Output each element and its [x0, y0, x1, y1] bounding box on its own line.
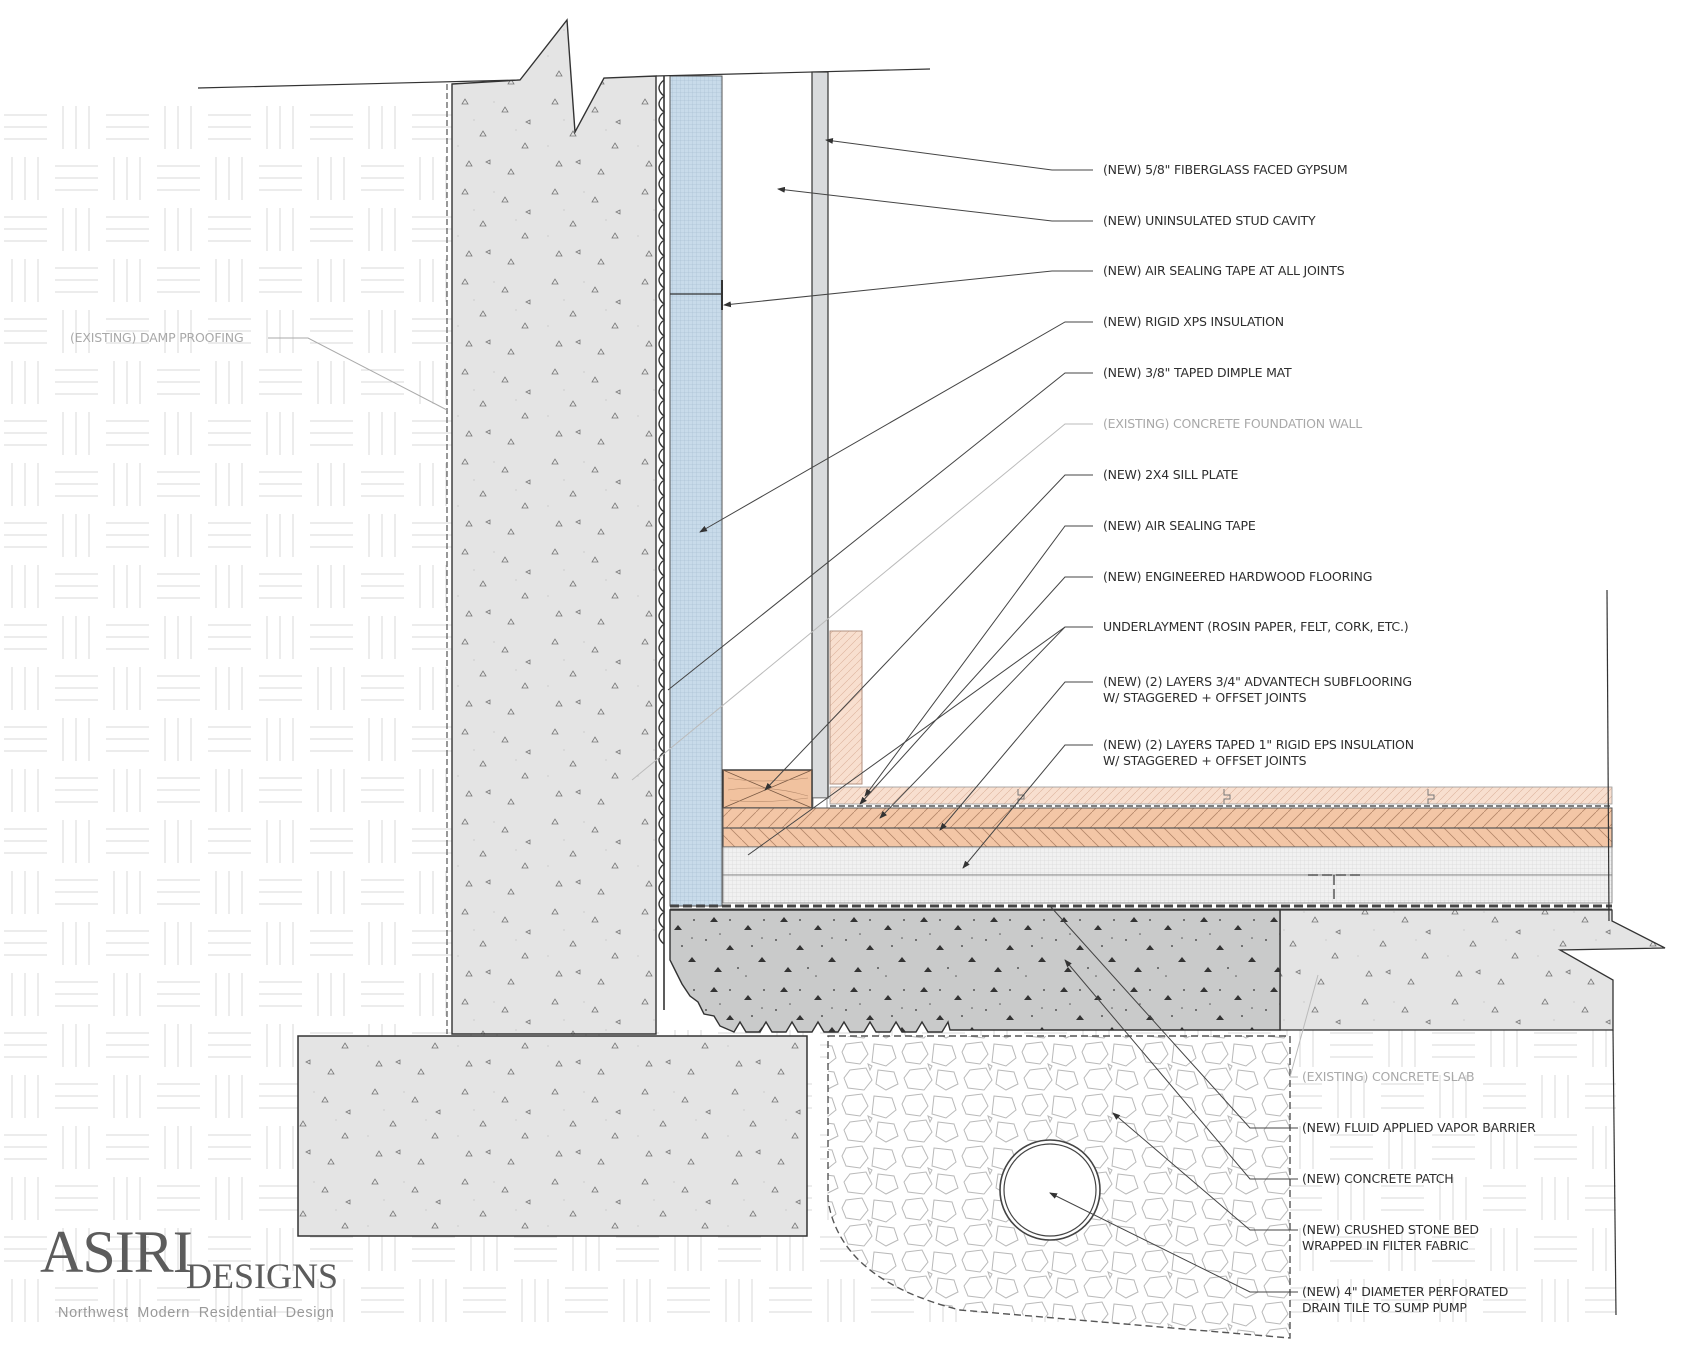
label-subfloor-line2: W/ STAGGERED + OFFSET JOINTS — [1103, 690, 1307, 705]
baseboard — [829, 630, 863, 785]
subfloor-layer-1 — [722, 807, 1613, 829]
label-eps-line1: (NEW) (2) LAYERS TAPED 1" RIGID EPS INSU… — [1103, 737, 1414, 752]
existing-slab — [1279, 909, 1666, 1031]
label-stone-bed-line1: (NEW) CRUSHED STONE BED — [1302, 1222, 1479, 1237]
subfloor-layer-2 — [722, 827, 1613, 848]
label-stud-cavity: (NEW) UNINSULATED STUD CAVITY — [1103, 213, 1316, 228]
label-subfloor-line1: (NEW) (2) LAYERS 3/4" ADVANTECH SUBFLOOR… — [1103, 674, 1412, 689]
label-dimple-mat: (NEW) 3/8" TAPED DIMPLE MAT — [1103, 365, 1292, 380]
label-air-seal-joints: (NEW) AIR SEALING TAPE AT ALL JOINTS — [1103, 263, 1345, 278]
label-drain-tile: (NEW) 4" DIAMETER PERFORATED DRAIN TILE … — [1302, 1284, 1508, 1316]
top-line-right — [655, 68, 931, 77]
concrete-patch — [669, 909, 1281, 1033]
eps-layer-1 — [722, 846, 1613, 876]
leader-lines-right — [631, 137, 1093, 869]
label-air-seal-tape: (NEW) AIR SEALING TAPE — [1103, 518, 1256, 533]
label-eps-line2: W/ STAGGERED + OFFSET JOINTS — [1103, 753, 1307, 768]
label-stone-bed: (NEW) CRUSHED STONE BED WRAPPED IN FILTE… — [1302, 1222, 1479, 1254]
xps-insulation — [669, 75, 723, 907]
logo-main-text: ASIRI — [40, 1219, 193, 1285]
label-concrete-patch: (NEW) CONCRETE PATCH — [1302, 1171, 1454, 1186]
eps-layer-2 — [722, 874, 1613, 904]
label-hardwood: (NEW) ENGINEERED HARDWOOD FLOORING — [1103, 569, 1373, 584]
leader-damp-proofing — [268, 337, 448, 411]
leader-lines-bottom — [1049, 905, 1319, 1293]
footing — [297, 1035, 808, 1237]
label-vapor-barrier: (NEW) FLUID APPLIED VAPOR BARRIER — [1302, 1120, 1536, 1135]
logo-tagline: Northwest Modern Residential Design — [58, 1305, 335, 1321]
label-drain-tile-line1: (NEW) 4" DIAMETER PERFORATED — [1302, 1284, 1509, 1299]
label-damp-proofing: (EXISTING) DAMP PROOFING — [70, 330, 244, 345]
label-sill-plate: (NEW) 2X4 SILL PLATE — [1103, 467, 1239, 482]
logo-sub-text: DESIGNS — [186, 1256, 339, 1296]
right-edge-line — [1606, 589, 1610, 922]
label-gypsum: (NEW) 5/8" FIBERGLASS FACED GYPSUM — [1103, 162, 1348, 177]
label-foundation-wall: (EXISTING) CONCRETE FOUNDATION WALL — [1103, 416, 1363, 431]
label-underlayment: UNDERLAYMENT (ROSIN PAPER, FELT, CORK, E… — [1103, 619, 1409, 634]
foundation-wall — [451, 18, 657, 1035]
top-line-left — [197, 79, 521, 89]
label-subfloor: (NEW) (2) LAYERS 3/4" ADVANTECH SUBFLOOR… — [1103, 674, 1412, 706]
gypsum-board — [811, 71, 829, 799]
label-xps: (NEW) RIGID XPS INSULATION — [1103, 314, 1284, 329]
label-stone-bed-line2: WRAPPED IN FILTER FABRIC — [1302, 1238, 1469, 1253]
label-eps: (NEW) (2) LAYERS TAPED 1" RIGID EPS INSU… — [1103, 737, 1414, 769]
hardwood-flooring — [829, 786, 1613, 805]
label-drain-tile-line2: DRAIN TILE TO SUMP PUMP — [1302, 1300, 1467, 1315]
label-existing-slab: (EXISTING) CONCRETE SLAB — [1302, 1069, 1475, 1084]
